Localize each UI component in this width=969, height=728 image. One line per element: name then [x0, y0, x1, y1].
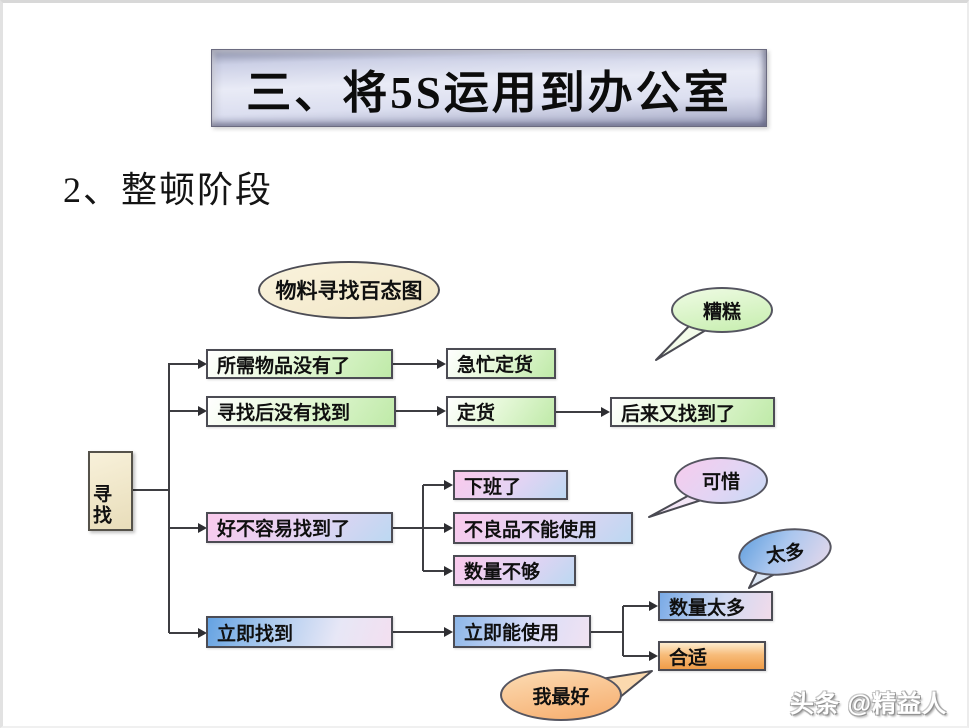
root-node-box: 寻找 — [88, 451, 133, 531]
box-found-now: 立即找到 — [206, 616, 393, 648]
box-not-found: 寻找后没有找到 — [206, 396, 396, 427]
bubble-bad: 糟糕 — [671, 287, 773, 333]
box-needed-gone: 所需物品没有了 — [206, 349, 393, 379]
bubble-pity: 可惜 — [674, 457, 768, 504]
box-defective: 不良品不能使用 — [453, 512, 633, 544]
box-just-right: 合适 — [658, 641, 766, 671]
watermark: 头条 @精益人 — [790, 691, 948, 718]
title-banner: 三、将5S运用到办公室 — [211, 49, 767, 127]
box-found-later: 后来又找到了 — [610, 397, 775, 427]
box-hard-found: 好不容易找到了 — [206, 512, 393, 543]
box-rush-order: 急忙定货 — [446, 348, 556, 379]
box-order: 定货 — [446, 396, 556, 427]
slide-subtitle: 2、整顿阶段 — [63, 170, 274, 210]
slide-title: 三、将5S运用到办公室 — [246, 67, 732, 118]
box-not-enough: 数量不够 — [453, 555, 576, 586]
box-too-many: 数量太多 — [658, 591, 773, 621]
diagram-title-ellipse: 物料寻找百态图 — [258, 261, 440, 319]
box-usable-now: 立即能使用 — [453, 615, 591, 648]
box-off-work: 下班了 — [453, 470, 568, 500]
root-node-label: 寻找 — [90, 484, 111, 526]
bubble-best: 我最好 — [500, 669, 622, 721]
